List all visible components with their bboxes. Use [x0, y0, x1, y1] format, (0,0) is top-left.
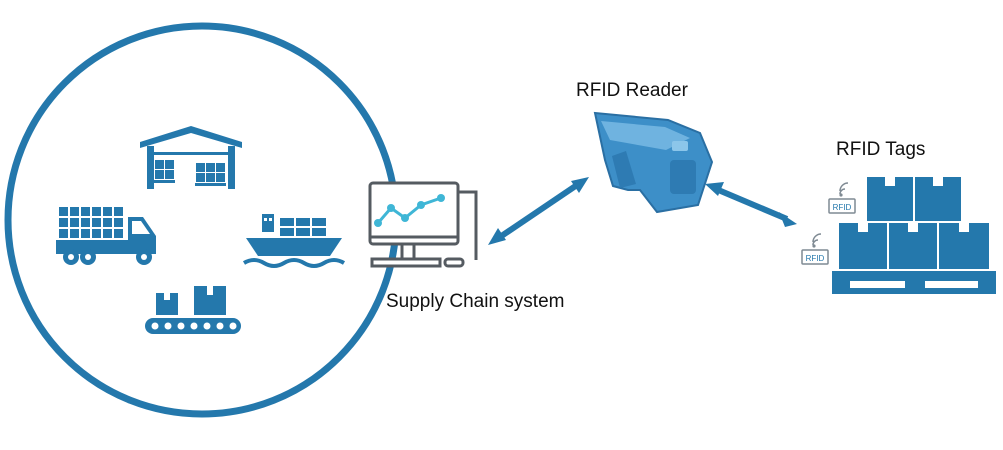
- warehouse-icon: [140, 126, 242, 189]
- computer-monitor-icon: [368, 181, 478, 268]
- rfid-tag-icon: RFID: [828, 182, 856, 214]
- supply-chain-system-label: Supply Chain system: [386, 291, 565, 312]
- cargo-ship-icon: [242, 214, 346, 268]
- conveyor-boxes-icon: [145, 286, 241, 334]
- rfid-tags-label: RFID Tags: [836, 139, 926, 160]
- rfid-reader-device-icon: [593, 111, 714, 214]
- rfid-tag-text: RFID: [833, 203, 852, 212]
- rfid-tagged-pallet-icon: [832, 175, 996, 294]
- rfid-tag-text: RFID: [806, 254, 825, 263]
- reader-tags-arrow: [705, 182, 797, 227]
- rfid-reader-label: RFID Reader: [576, 80, 688, 101]
- system-reader-arrow: [488, 177, 589, 245]
- delivery-truck-icon: [56, 207, 156, 265]
- rfid-tag-icon: RFID: [801, 233, 829, 265]
